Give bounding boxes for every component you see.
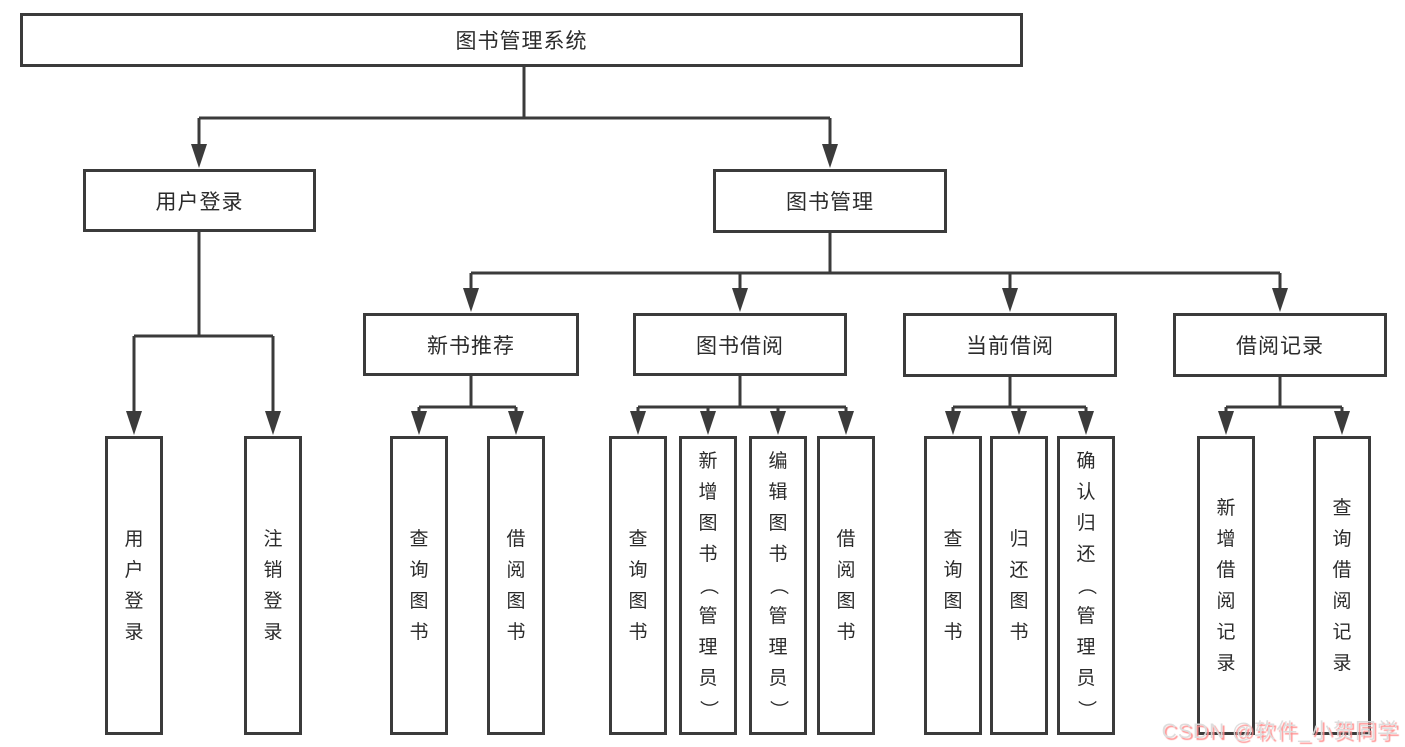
leaf-borrow-borrow-books: 借阅图书 — [817, 436, 875, 735]
arrowheads-borrow-records-branch — [1218, 411, 1350, 435]
leaf-borrow-edit-books: 编辑图书（管理员） — [749, 436, 807, 735]
node-book-management-label: 图书管理 — [786, 191, 874, 214]
leaf-logout-label: 注销登录 — [263, 528, 283, 643]
connector-current-borrow-branch — [951, 376, 1088, 416]
leaf-newbooks-borrow-books: 借阅图书 — [487, 436, 545, 735]
csdn-watermark: CSDN @软件_小贺同学 — [1161, 720, 1399, 743]
node-root-system-label: 图书管理系统 — [455, 30, 588, 53]
node-book-borrow-label: 图书借阅 — [696, 334, 784, 358]
node-root-system: 图书管理系统 — [20, 13, 1023, 67]
leaf-newbooks-query-books: 查询图书 — [390, 436, 448, 735]
arrowheads-new-books-branch — [411, 411, 524, 435]
leaf-records-query-record: 查询借阅记录 — [1313, 436, 1371, 735]
leaf-current-return-books-label: 归还图书 — [1009, 528, 1029, 643]
arrowheads-book-mgmt-branch — [463, 288, 1288, 312]
leaf-current-confirm-return-label: 确认归还（管理员） — [1075, 451, 1097, 719]
arrowheads-root-branch — [191, 144, 838, 168]
leaf-borrow-add-books-label: 新增图书（管理员） — [697, 451, 719, 719]
leaf-borrow-borrow-books-label: 借阅图书 — [836, 528, 856, 643]
node-new-book-recommend: 新书推荐 — [363, 313, 579, 376]
connector-borrow-records-branch — [1224, 376, 1344, 416]
leaf-borrow-add-books: 新增图书（管理员） — [679, 436, 737, 735]
arrowheads-current-borrow-branch — [945, 411, 1094, 435]
leaf-newbooks-borrow-books-label: 借阅图书 — [506, 528, 526, 643]
leaf-newbooks-query-books-label: 查询图书 — [409, 528, 429, 643]
arrowheads-book-borrow-branch — [630, 411, 854, 435]
connector-root-branch — [197, 67, 832, 148]
node-current-borrow: 当前借阅 — [903, 313, 1117, 377]
leaf-records-query-record-label: 查询借阅记录 — [1332, 497, 1352, 674]
leaf-borrow-edit-books-label: 编辑图书（管理员） — [767, 451, 789, 719]
node-borrow-records: 借阅记录 — [1173, 313, 1387, 377]
leaf-logout: 注销登录 — [244, 436, 302, 735]
connector-new-books-branch — [417, 376, 518, 416]
leaf-current-confirm-return: 确认归还（管理员） — [1057, 436, 1115, 735]
node-borrow-records-label: 借阅记录 — [1236, 335, 1324, 358]
leaf-records-add-record-label: 新增借阅记录 — [1216, 497, 1236, 674]
node-user-login-label: 用户登录 — [155, 190, 244, 214]
arrowheads-user-login-branch — [126, 411, 281, 435]
leaf-user-login: 用户登录 — [105, 436, 163, 735]
node-new-book-recommend-label: 新书推荐 — [427, 334, 515, 358]
connector-book-borrow-branch — [636, 376, 848, 416]
leaf-current-query-books-label: 查询图书 — [943, 528, 963, 643]
leaf-user-login-label: 用户登录 — [124, 528, 144, 643]
leaf-borrow-query-books-label: 查询图书 — [628, 528, 648, 643]
node-user-login: 用户登录 — [83, 169, 316, 232]
node-current-borrow-label: 当前借阅 — [966, 335, 1054, 358]
leaf-records-add-record: 新增借阅记录 — [1197, 436, 1255, 735]
node-book-management: 图书管理 — [713, 169, 947, 233]
connector-book-mgmt-branch — [469, 233, 1282, 292]
node-book-borrow: 图书借阅 — [633, 313, 847, 376]
connector-user-login-branch — [132, 232, 275, 416]
leaf-borrow-query-books: 查询图书 — [609, 436, 667, 735]
leaf-current-query-books: 查询图书 — [924, 436, 982, 735]
leaf-current-return-books: 归还图书 — [990, 436, 1048, 735]
